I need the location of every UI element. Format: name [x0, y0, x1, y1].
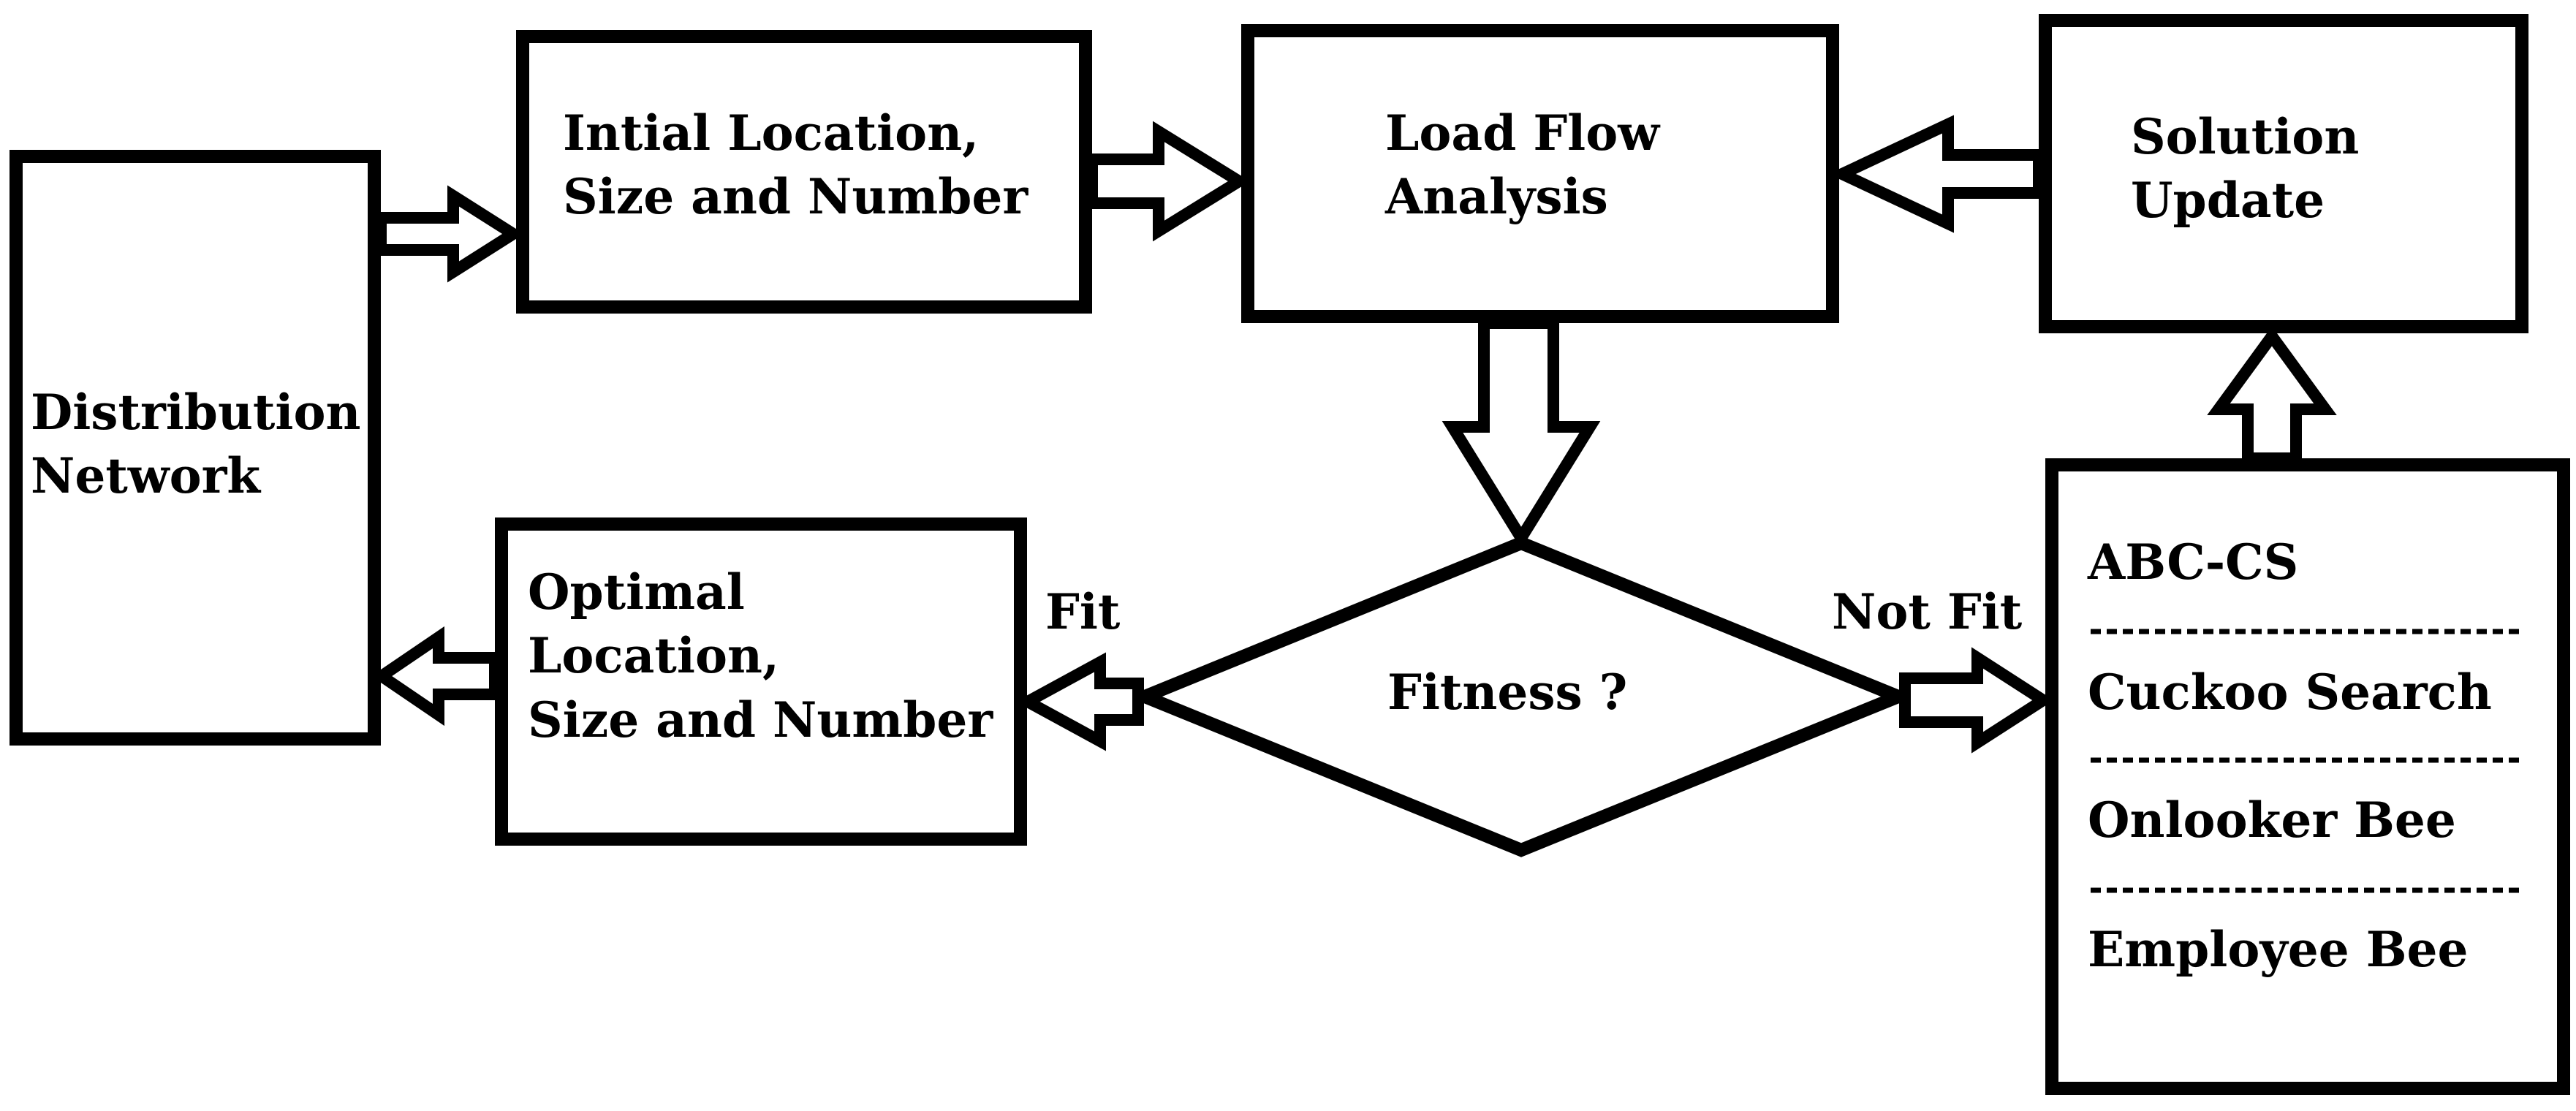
initial-location-label-line1: Intial Location,	[563, 105, 979, 162]
algorithm-label-onlooker-bee: Onlooker Bee	[2088, 792, 2456, 849]
solution-update-label-line2: Update	[2131, 172, 2325, 229]
optimal-location-box	[495, 517, 1027, 846]
distribution-network-box	[10, 150, 381, 746]
optimal-location-label-line3: Size and Number	[528, 691, 993, 748]
arrow-algorithms-to-solution	[2207, 326, 2337, 464]
algorithm-label-cuckoo-search: Cuckoo Search	[2088, 664, 2492, 721]
arrow-fitness-to-algorithms	[1899, 647, 2054, 754]
algorithm-label-employee-bee: Employee Bee	[2088, 921, 2468, 978]
load-flow-label-line1: Load Flow	[1385, 105, 1661, 162]
solution-update-box	[2039, 14, 2528, 333]
load-flow-analysis-box	[1241, 24, 1839, 323]
distribution-network-label-line2: Network	[31, 447, 261, 504]
arrow-loadflow-to-fitness	[1442, 317, 1601, 550]
arrow-distribution-to-initial	[375, 185, 524, 283]
fit-label: Fit	[1045, 583, 1121, 640]
optimal-location-label-line1: Optimal	[528, 564, 745, 621]
algorithm-label-abc-cs: ABC-CS	[2087, 534, 2298, 591]
algorithms-box	[2045, 458, 2570, 1095]
solution-update-label-line1: Solution	[2131, 108, 2359, 165]
arrow-solution-to-loadflow	[1828, 115, 2045, 233]
initial-location-box	[516, 30, 1092, 314]
arrow-optimal-to-distribution	[371, 626, 501, 727]
optimal-location-label-line2: Location,	[528, 627, 779, 684]
arrow-initial-to-loadflow	[1086, 121, 1251, 242]
arrow-fitness-to-optimal	[1015, 652, 1144, 751]
fitness-decision-diamond	[1127, 536, 1916, 857]
fitness-label: Fitness ?	[1387, 664, 1627, 721]
initial-location-label-line2: Size and Number	[563, 168, 1028, 225]
distribution-network-label-line1: Distribution	[31, 384, 361, 441]
load-flow-label-line2: Analysis	[1384, 168, 1608, 225]
not-fit-label: Not Fit	[1832, 583, 2023, 640]
